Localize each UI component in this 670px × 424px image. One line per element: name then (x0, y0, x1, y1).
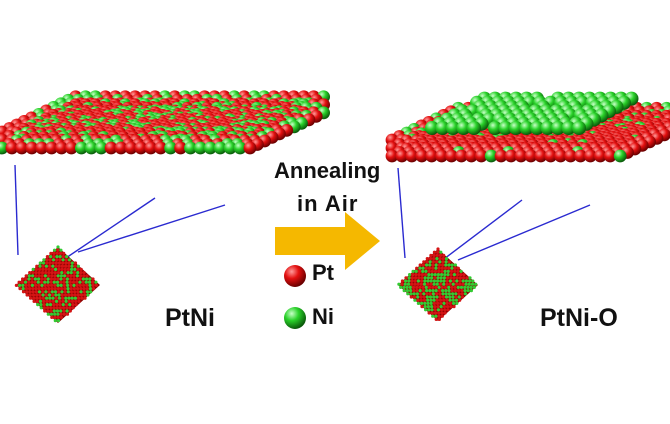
pt-atom (174, 141, 188, 155)
pt-atom (504, 149, 518, 163)
pt-atom (564, 149, 577, 163)
in-air-label: in Air (297, 191, 359, 216)
pt-atom (455, 149, 468, 163)
ni-atom (213, 141, 227, 155)
right-ptni-o-octahedron-particle (397, 247, 478, 321)
annealing-arrow (275, 212, 380, 270)
ni-atom (184, 141, 197, 155)
left-connector-lines (14, 164, 226, 263)
ni-atom (488, 121, 502, 135)
pt-atom (574, 149, 587, 163)
ni-atom (572, 121, 586, 135)
pt-atom (45, 141, 58, 155)
ni-atom (498, 121, 513, 135)
pt-atom (445, 149, 458, 163)
ni-legend-label: Ni (312, 304, 334, 329)
pt-atom (25, 141, 39, 155)
pt-legend-label: Pt (312, 260, 334, 285)
ni-atom (94, 141, 108, 155)
pt-atom (124, 141, 138, 155)
ni-atom (446, 121, 460, 135)
pt-atom (425, 149, 439, 163)
pt-atom (534, 149, 548, 163)
ptni-caption: PtNi (165, 304, 215, 332)
ni-atom (75, 141, 88, 155)
pt-atom (243, 141, 257, 155)
pt-atom (415, 149, 429, 163)
pt-atom (385, 149, 399, 163)
ni-atom (613, 149, 627, 163)
pt-atom (65, 141, 78, 155)
left-ptni-atomic-slab (0, 90, 330, 155)
pt-atom (15, 141, 29, 155)
ni-atom (164, 141, 178, 155)
ni-atom (194, 141, 207, 155)
ni-atom (467, 121, 481, 135)
ni-atom (456, 121, 471, 135)
ni-atom (530, 121, 544, 135)
pt-atom (524, 149, 538, 163)
pt-atom (5, 141, 19, 155)
ni-atom (509, 121, 523, 135)
ni-atom (233, 141, 247, 155)
pt-atom (554, 149, 567, 163)
pt-atom (593, 149, 607, 163)
ni-atom (519, 121, 534, 135)
annealing-label: Annealing (274, 158, 381, 183)
pt-atom (514, 149, 528, 163)
pt-atom (134, 141, 148, 155)
ni-atom (551, 121, 565, 135)
ni-atom (0, 141, 9, 155)
ni-atom (484, 149, 498, 163)
pt-atom-legend-icon (284, 265, 306, 287)
ni-atom (561, 121, 576, 135)
pt-atom (494, 149, 508, 163)
pt-atom (35, 141, 49, 155)
pt-atom (114, 141, 128, 155)
pt-atom (465, 149, 478, 163)
ni-atom-legend-icon (284, 307, 306, 329)
pt-atom (584, 149, 597, 163)
pt-atom (405, 149, 419, 163)
ni-atom (435, 121, 450, 135)
ptni-o-caption: PtNi-O (540, 304, 618, 332)
pt-atom (603, 149, 617, 163)
pt-atom (144, 141, 158, 155)
pt-atom (104, 141, 118, 155)
right-connector-lines (397, 167, 591, 263)
pt-atom (544, 149, 558, 163)
pt-atom (474, 149, 488, 163)
ni-atom (203, 141, 217, 155)
pt-atom (55, 141, 68, 155)
pt-atom (395, 149, 409, 163)
ni-atom (84, 141, 98, 155)
ni-atom (425, 121, 439, 135)
ni-atom (223, 141, 237, 155)
right-ni-surface-layer (425, 91, 639, 135)
pt-atom (154, 141, 168, 155)
left-ptni-octahedron-particle (14, 245, 100, 323)
ni-atom (540, 121, 555, 135)
pt-atom (435, 149, 448, 163)
